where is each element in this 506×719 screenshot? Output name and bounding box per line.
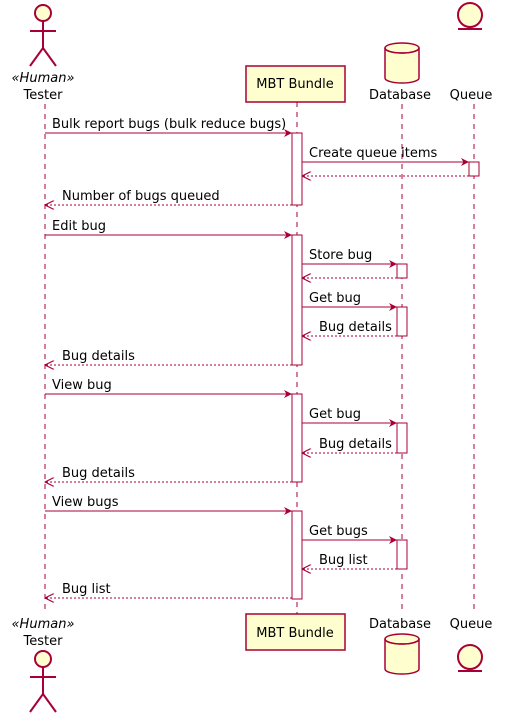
message-label: Bug details: [319, 437, 392, 452]
message-label: Edit bug: [52, 219, 106, 234]
tester-head-top: «Human» Tester: [12, 4, 75, 103]
message-label: View bug: [52, 378, 112, 393]
bundle-head-bottom: MBT Bundle: [245, 613, 346, 651]
database-head-bottom: Database: [369, 617, 431, 675]
message-label: Bug details: [62, 466, 135, 481]
message-14: Bug details: [45, 466, 292, 482]
bundle-name: MBT Bundle: [256, 77, 333, 92]
message-15: View bugs: [45, 495, 292, 515]
database-cylinder-icon: [384, 633, 420, 675]
activation-database-3: [396, 422, 408, 454]
database-name: Database: [369, 88, 431, 103]
message-label: Bug details: [319, 320, 392, 335]
message-13: Bug details: [302, 437, 397, 453]
tester-stereotype-bottom: «Human»: [12, 617, 75, 632]
database-head-top: Database: [369, 42, 431, 103]
message-11: View bug: [45, 378, 292, 398]
entity-circle-icon: [457, 644, 483, 672]
activation-bundle-4: [291, 510, 303, 600]
message-4: Number of bugs queued: [45, 189, 292, 205]
database-cylinder-icon: [384, 42, 420, 84]
message-label: Store bug: [309, 248, 372, 263]
database-name-bottom: Database: [369, 617, 431, 632]
tester-head-bottom: «Human» Tester: [12, 617, 75, 713]
message-label: Bug list: [62, 582, 111, 597]
message-18: Bug list: [45, 582, 292, 598]
message-label: Bug details: [62, 349, 135, 364]
activation-bundle-3: [291, 393, 303, 483]
queue-name: Queue: [450, 88, 493, 103]
message-6: Store bug: [302, 248, 397, 268]
activation-database-4: [396, 539, 408, 570]
message-label: Number of bugs queued: [62, 189, 220, 204]
activation-database-2: [396, 306, 408, 337]
activation-queue-1: [468, 161, 480, 177]
message-label: View bugs: [52, 495, 119, 510]
bundle-box-bottom: [245, 613, 346, 651]
tester-stereotype: «Human»: [12, 71, 75, 86]
message-8: Get bug: [302, 291, 397, 311]
message-label: Create queue items: [309, 146, 438, 161]
message-label: Get bug: [309, 291, 361, 306]
lifelines: [44, 102, 475, 614]
bundle-name-bottom: MBT Bundle: [256, 626, 333, 641]
messages: Bulk report bugs (bulk reduce bugs) Creat…: [45, 117, 469, 598]
tester-name-bottom: Tester: [23, 634, 64, 649]
message-label: Bulk report bugs (bulk reduce bugs): [52, 117, 286, 132]
message-2: Create queue items: [302, 146, 469, 166]
message-label: Get bug: [309, 407, 361, 422]
queue-head-top: Queue: [450, 2, 493, 103]
activation-bundle-1: [291, 132, 303, 206]
message-1: Bulk report bugs (bulk reduce bugs): [45, 117, 292, 137]
queue-head-bottom: Queue: [450, 617, 493, 672]
tester-name: Tester: [23, 88, 64, 103]
bundle-head-top: MBT Bundle: [245, 65, 346, 103]
message-5: Edit bug: [45, 219, 292, 239]
activations: [291, 132, 480, 600]
entity-circle-icon: [457, 2, 483, 30]
message-12: Get bug: [302, 407, 397, 427]
activation-database-1: [396, 263, 408, 279]
message-label: Bug list: [319, 553, 368, 568]
message-9: Bug details: [302, 320, 397, 336]
message-16: Get bugs: [302, 524, 397, 544]
actor-stick-figure-icon: [29, 4, 57, 67]
queue-name-bottom: Queue: [450, 617, 493, 632]
activation-bundle-2: [291, 234, 303, 366]
message-10: Bug details: [45, 349, 292, 365]
bundle-box: [245, 65, 346, 103]
actor-stick-figure-icon: [29, 650, 57, 713]
message-17: Bug list: [302, 553, 397, 569]
message-label: Get bugs: [309, 524, 368, 539]
